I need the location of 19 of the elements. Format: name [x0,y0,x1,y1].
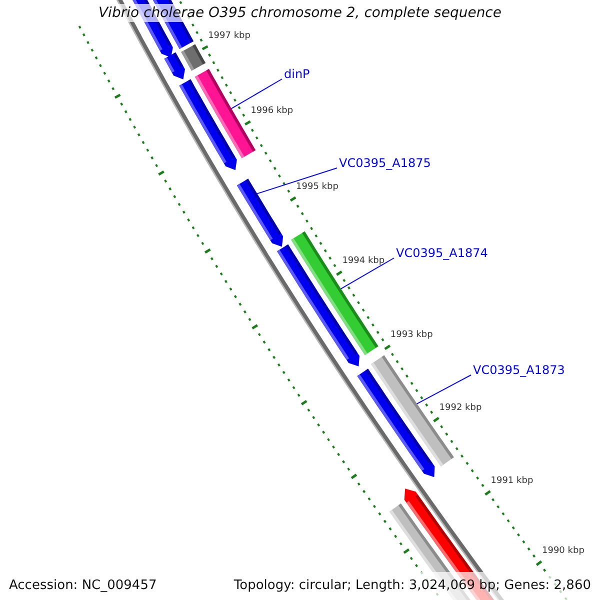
gene-feature [236,178,284,247]
tick-label: 1991 kbp [490,476,534,487]
leader-line [256,168,338,194]
gene-label: VC0395_A1873 [473,363,565,377]
tick-label: 1990 kbp [542,546,584,558]
tick-label: 1997 kbp [208,30,250,42]
tick-label: 1992 kbp [439,402,482,414]
leader-line [416,374,472,404]
gene-label: VC0395_A1874 [396,246,488,260]
tick-label: 1995 kbp [296,182,338,193]
tick-label: 1996 kbp [250,106,294,117]
sequence-info-text: Topology: circular; Length: 3,024,069 bp; Genes: 2,860 [234,577,591,596]
tick-label: 1994 kbp [342,256,385,268]
tick-label: 1993 kbp [390,330,433,342]
gene-label: dinP [284,67,310,81]
accession-text: Accession: NC_009457 [9,577,157,596]
gene-label: VC0395_A1875 [339,156,431,170]
leader-line [340,258,394,290]
leader-line [230,78,282,110]
